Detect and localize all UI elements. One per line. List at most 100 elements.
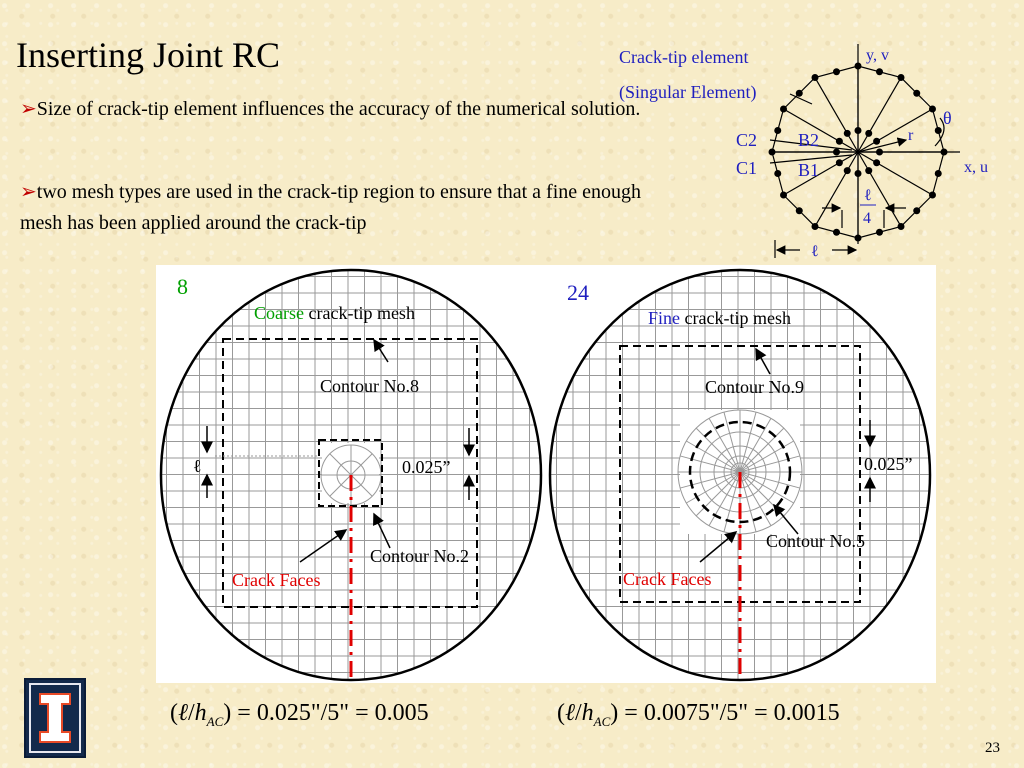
r-arrow [857, 137, 908, 153]
element-mid-node [876, 68, 883, 76]
element-spoke [814, 77, 859, 153]
contour-5-label: Contour No.5 [766, 531, 865, 551]
element-corner-node [811, 222, 819, 230]
formula-sub-ac: AC [593, 713, 611, 729]
bullet-2: ➢two mesh types are used in the crack-ti… [20, 177, 660, 239]
bullet-2-text: two mesh types are used in the crack-tip… [20, 181, 642, 234]
fine-mesh-number: 24 [567, 280, 589, 305]
element-spoke [857, 151, 902, 227]
r-label: r [908, 127, 914, 144]
coarse-crack-leader [299, 529, 348, 563]
quarter-numerator: ℓ [864, 187, 872, 204]
rosette-spoke [739, 471, 801, 489]
element-corner-node [897, 222, 905, 230]
element-corner-node [780, 105, 788, 113]
element-spoke [857, 151, 933, 196]
formula-sub-ac: AC [206, 713, 224, 729]
rosette-spoke [739, 471, 772, 526]
element-mid-node [934, 170, 942, 177]
fine-crack-leader [699, 531, 738, 563]
rosette-spoke [350, 474, 373, 497]
formula-close-paren: ) [610, 700, 619, 726]
coarse-title-colored: Coarse [254, 303, 304, 323]
b1-label: B1 [798, 160, 819, 180]
fine-mesh-title: Fine crack-tip mesh [648, 308, 791, 328]
contour-9-label: Contour No.9 [705, 377, 804, 397]
contour-5-circle [688, 420, 792, 524]
fine-title-rest: crack-tip mesh [680, 308, 791, 328]
bullet-1: ➢Size of crack-tip element influences th… [20, 94, 660, 125]
element-quarter-node [876, 148, 883, 156]
element-quarter-node [833, 148, 840, 156]
element-mid-node [876, 228, 883, 236]
element-corner-node [854, 62, 862, 70]
element-mid-node [913, 207, 921, 215]
formula-h: h [194, 700, 207, 726]
element-quarter-node [873, 159, 881, 167]
theta-arc [934, 117, 945, 147]
rosette-spoke [679, 455, 741, 473]
rosette-spoke [739, 455, 801, 473]
illinois-i-logo-icon [29, 683, 81, 753]
contour-2-label: Contour No.2 [370, 546, 469, 566]
formula-open-paren: ( [170, 700, 178, 726]
element-quarter-node [835, 137, 843, 145]
formula-close-paren: ) [223, 700, 232, 726]
rosette-spoke [695, 427, 741, 473]
formula-ell: ℓ [178, 700, 188, 726]
c2-line [769, 139, 853, 151]
fine-grid [550, 270, 930, 680]
bullet-1-text: Size of crack-tip element influences the… [36, 98, 641, 120]
rosette-spoke [679, 471, 741, 489]
element-mid-node [795, 89, 803, 97]
element-label-line1: Crack-tip element [619, 47, 748, 67]
element-spoke [783, 151, 859, 196]
formula-ell: ℓ [565, 700, 575, 726]
rosette-spoke [695, 471, 741, 517]
formula-slash: / [188, 700, 195, 726]
rosette-spoke [739, 418, 772, 473]
coarse-outer-circle [159, 268, 543, 682]
element-corner-node [897, 74, 905, 82]
element-mid-node [795, 207, 803, 215]
element-quarter-node [865, 129, 873, 137]
element-quarter-node [873, 137, 881, 145]
element-corner-node [940, 148, 948, 156]
rosette-spoke [739, 471, 794, 504]
rosette-spoke [708, 418, 741, 473]
rosette-spoke [329, 453, 352, 476]
element-mid-node [833, 228, 840, 236]
bullet-arrow-icon: ➢ [20, 98, 37, 120]
fine-formula-value: = 0.0075"/5" = 0.0015 [624, 700, 840, 726]
element-quarter-node [843, 129, 851, 137]
c2-label: C2 [736, 130, 757, 150]
element-mid-node [774, 170, 782, 177]
element-corner-node [928, 191, 936, 199]
rosette-spoke [723, 411, 741, 473]
rosette-spoke [350, 453, 373, 476]
formula-open-paren: ( [557, 700, 565, 726]
element-label-line2: (Singular Element) [619, 82, 756, 103]
fine-crack-label: Crack Faces [623, 569, 711, 589]
element-mid-node [833, 68, 840, 76]
ell-label: ℓ [193, 456, 202, 476]
fine-rosette [677, 409, 803, 535]
element-corner-node [768, 148, 776, 156]
rosette-ring [713, 445, 767, 499]
element-corner-node [811, 74, 819, 82]
c1-line [769, 154, 853, 164]
element-mid-node [913, 89, 921, 97]
length-label: ℓ [811, 243, 819, 260]
coarse-ratio-formula: (ℓ/hAC) = 0.025"/5" = 0.005 [170, 700, 429, 730]
quarter-denominator: 4 [863, 210, 871, 227]
contour-8-leader [373, 338, 389, 363]
fine-title-colored: Fine [648, 308, 680, 328]
coarse-formula-value: = 0.025"/5" = 0.005 [237, 700, 429, 726]
slide-title: Inserting Joint RC [16, 35, 281, 75]
page-number: 23 [985, 740, 1000, 756]
fine-ratio-formula: (ℓ/hAC) = 0.0075"/5" = 0.0015 [557, 700, 840, 730]
rosette-spoke [739, 427, 785, 473]
element-corner-node [780, 191, 788, 199]
rosette-spoke [329, 474, 352, 497]
